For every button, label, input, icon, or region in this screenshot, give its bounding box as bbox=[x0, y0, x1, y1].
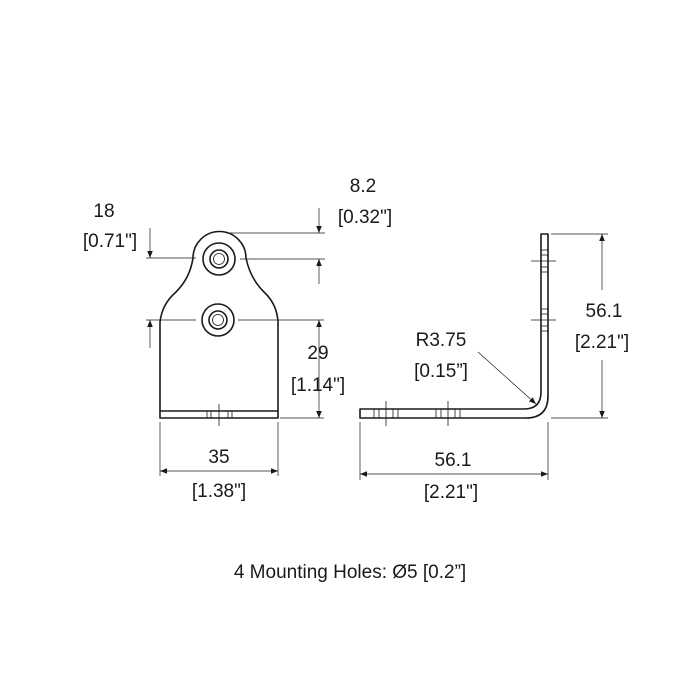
dim-side-length: 56.1 [2.21"] bbox=[359, 422, 549, 503]
front-view: 18 [0.71"] 8.2 [0.32"] 29 [1.14"] bbox=[83, 176, 392, 502]
dim-width-metric: 35 bbox=[208, 447, 229, 468]
side-horizontal-hole-marker-right bbox=[435, 401, 461, 426]
dim-side-height-metric: 56.1 bbox=[586, 301, 623, 322]
side-horizontal-hole-marker-left bbox=[373, 401, 399, 426]
dim-tab-height: 18 [0.71"] bbox=[83, 201, 196, 348]
mounting-holes-note: 4 Mounting Holes: Ø5 [0.2”] bbox=[233, 562, 467, 583]
dim-hole-offset: 8.2 [0.32"] bbox=[226, 176, 392, 284]
dim-side-height-imperial: [2.21"] bbox=[575, 332, 629, 353]
front-lower-hole bbox=[201, 303, 235, 337]
side-view-profile bbox=[359, 233, 549, 419]
dim-body-height: 29 [1.14"] bbox=[238, 319, 345, 419]
dim-radius-imperial: [0.15”] bbox=[414, 361, 468, 382]
dim-hole-offset-metric: 8.2 bbox=[350, 176, 376, 197]
dim-side-length-metric: 56.1 bbox=[435, 450, 472, 471]
dim-tab-height-imperial: [0.71"] bbox=[83, 231, 137, 252]
front-flange-hole-marker bbox=[206, 404, 233, 426]
dim-radius: R3.75 [0.15”] bbox=[414, 330, 537, 405]
dim-tab-height-metric: 18 bbox=[93, 201, 114, 222]
dim-side-length-imperial: [2.21"] bbox=[424, 482, 478, 503]
front-upper-hole bbox=[202, 242, 236, 276]
dim-width-imperial: [1.38"] bbox=[192, 481, 246, 502]
side-view: R3.75 [0.15”] 56.1 [2.21"] 56.1 [2.21"] bbox=[359, 233, 629, 503]
side-vertical-hole-marker-lower bbox=[531, 308, 556, 332]
dim-radius-metric: R3.75 bbox=[416, 330, 467, 351]
dim-width: 35 [1.38"] bbox=[159, 422, 279, 502]
side-vertical-hole-marker-upper bbox=[531, 249, 556, 273]
front-view-outline bbox=[159, 230, 279, 419]
dim-side-height: 56.1 [2.21"] bbox=[551, 233, 629, 419]
dim-body-height-imperial: [1.14"] bbox=[291, 375, 345, 396]
dim-body-height-metric: 29 bbox=[307, 343, 328, 364]
dim-hole-offset-imperial: [0.32"] bbox=[338, 207, 392, 228]
